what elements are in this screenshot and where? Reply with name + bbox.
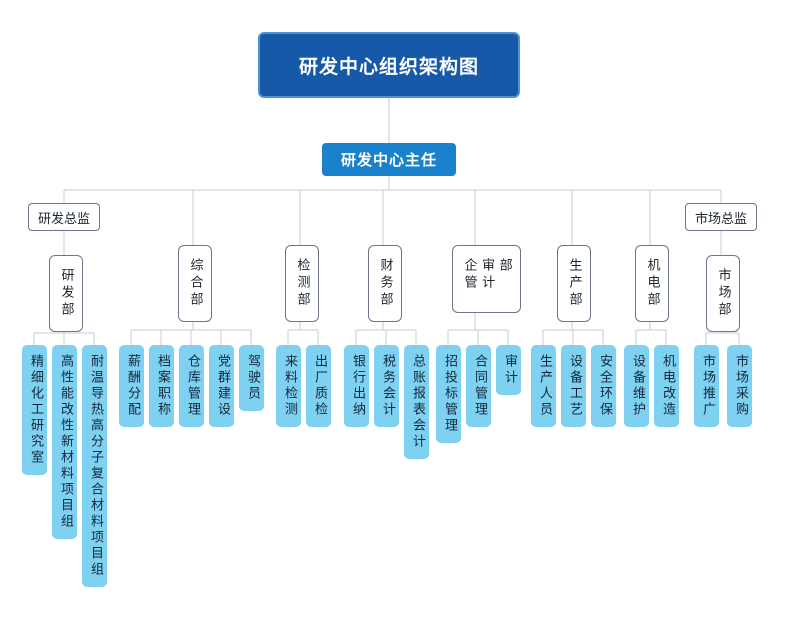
team-audit-2: 审计 — [496, 345, 521, 395]
team-general-0: 薪酬分配 — [119, 345, 144, 427]
team-general-3: 党群建设 — [209, 345, 234, 427]
team-market-0: 市场推广 — [694, 345, 719, 427]
center-director-node: 研发中心主任 — [322, 143, 456, 176]
team-general-2: 仓库管理 — [179, 345, 204, 427]
team-audit-0: 招投标管理 — [436, 345, 461, 443]
team-testing-0: 来料检测 — [276, 345, 301, 427]
dept-market: 市场部 — [706, 255, 740, 332]
team-audit-1: 合同管理 — [466, 345, 491, 427]
team-production-0: 生产人员 — [531, 345, 556, 427]
team-rd-2: 耐温导热高分子复合材料项目组 — [82, 345, 107, 587]
team-testing-1: 出厂质检 — [306, 345, 331, 427]
team-finance-1: 税务会计 — [374, 345, 399, 427]
team-mech-0: 设备维护 — [624, 345, 649, 427]
dept-general: 综合部 — [178, 245, 212, 322]
chart-title: 研发中心组织架构图 — [258, 32, 520, 98]
team-market-1: 市场采购 — [727, 345, 752, 427]
team-mech-1: 机电改造 — [654, 345, 679, 427]
team-rd-0: 精细化工研究室 — [22, 345, 47, 475]
team-production-1: 设备工艺 — [561, 345, 586, 427]
dept-testing: 检测部 — [285, 245, 319, 322]
team-rd-1: 高性能改性新材料项目组 — [52, 345, 77, 539]
dept-production: 生产部 — [557, 245, 591, 322]
team-production-2: 安全环保 — [591, 345, 616, 427]
dept-rd: 研发部 — [49, 255, 83, 332]
dept-finance: 财务部 — [368, 245, 402, 322]
team-finance-0: 银行出纳 — [344, 345, 369, 427]
rd-director-node: 研发总监 — [28, 203, 100, 231]
team-general-1: 档案职称 — [149, 345, 174, 427]
dept-audit: 企管审计部 — [452, 245, 521, 313]
team-finance-2: 总账报表会计 — [404, 345, 429, 459]
market-director-node: 市场总监 — [685, 203, 757, 231]
dept-mech: 机电部 — [635, 245, 669, 322]
team-general-4: 驾驶员 — [239, 345, 264, 411]
